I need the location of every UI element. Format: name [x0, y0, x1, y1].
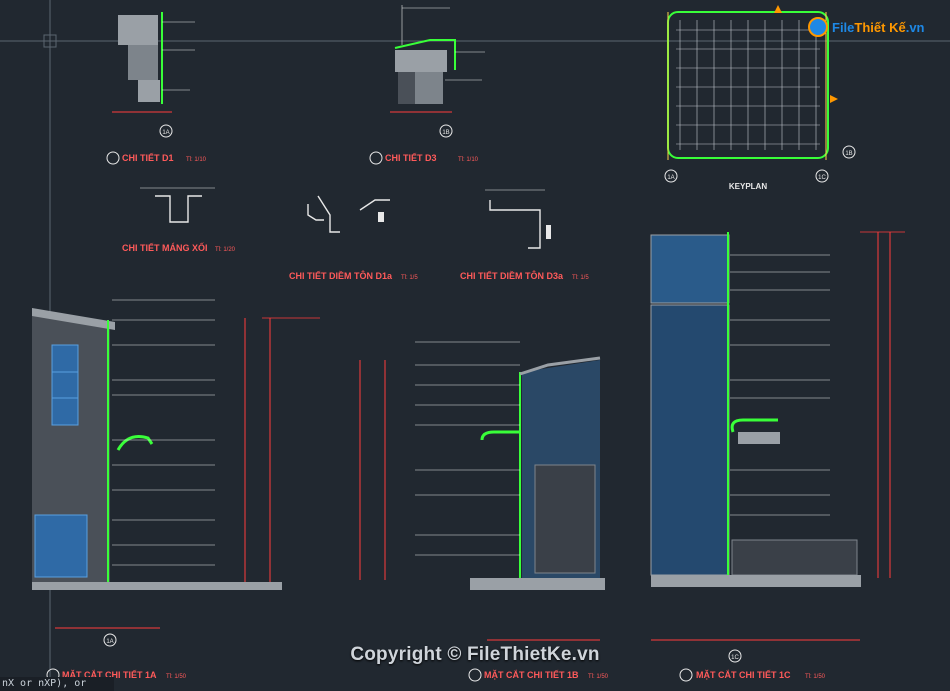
keyplan-callout-1a: 1A	[667, 175, 674, 181]
detail-d3: 1B	[390, 5, 485, 138]
detail-mang-xoi: CHI TIẾT MÁNG XỐI Tỉ: 1/20	[122, 187, 236, 253]
detail-d1-title: CHI TIẾT D1 Tỉ: 1/10	[106, 151, 207, 165]
diem-ton-d1a-title: CHI TIẾT DIỀM TÔN D1a	[289, 270, 393, 281]
section-1a-title: MẶT CẮT CHI TIẾT 1A	[62, 670, 157, 680]
section-1b-scale: Tỉ: 1/50	[588, 673, 609, 680]
d1-callout-bubble: 1A	[162, 130, 169, 136]
brand-logo: FileThiết Kế.vn	[808, 14, 925, 40]
detail-d3-title: CHI TIẾT D3 Tỉ: 1/10	[369, 151, 479, 165]
d1-scale: Tỉ: 1/10	[186, 156, 207, 163]
section-1b: MẶT CẮT CHI TIẾT 1B Tỉ: 1/50	[359, 341, 609, 682]
section-1b-title: MẶT CẮT CHI TIẾT 1B	[484, 670, 579, 680]
detail-d1: 1A	[112, 12, 195, 138]
d3-scale: Tỉ: 1/10	[458, 156, 479, 163]
section-1a-scale: Tỉ: 1/50	[166, 673, 187, 680]
section-1c-scale: Tỉ: 1/50	[805, 673, 826, 680]
detail-diem-ton-d1a: CHI TIẾT DIỀM TÔN D1a Tỉ: 1/5	[289, 195, 418, 281]
mang-xoi-scale: Tỉ: 1/20	[215, 246, 236, 253]
d1-title: CHI TIẾT D1	[122, 153, 174, 163]
d3-title: CHI TIẾT D3	[385, 153, 437, 163]
section-1c-bubble: 1C	[731, 655, 739, 661]
keyplan-callout-1b: 1B	[845, 151, 852, 157]
section-1a-bubble: 1A	[106, 639, 113, 645]
d3-callout-bubble: 1B	[442, 130, 449, 136]
copyright-watermark: Copyright © FileThietKe.vn	[350, 644, 600, 665]
logo-icon	[808, 17, 828, 37]
keyplan-callout-1c: 1C	[818, 175, 826, 181]
detail-diem-ton-d3a: CHI TIẾT DIỀM TÔN D3a Tỉ: 1/5	[460, 189, 589, 281]
mang-xoi-title: CHI TIẾT MÁNG XỐI	[122, 242, 208, 253]
keyplan: 1A 1B 1C KEYPLAN	[664, 5, 856, 191]
section-1c: 1C MẶT CẮT CHI TIẾT 1C Tỉ: 1/50	[650, 231, 905, 682]
keyplan-title: KEYPLAN	[729, 182, 767, 191]
logo-text: FileThiết Kế.vn	[832, 19, 925, 35]
section-1a: 1A MẶT CẮT CHI TIẾT 1A Tỉ: 1/50	[32, 299, 320, 682]
diem-ton-d3a-scale: Tỉ: 1/5	[572, 274, 589, 281]
diem-ton-d3a-title: CHI TIẾT DIỀM TÔN D3a	[460, 270, 564, 281]
section-1c-title: MẶT CẮT CHI TIẾT 1C	[696, 670, 791, 680]
diem-ton-d1a-scale: Tỉ: 1/5	[401, 274, 418, 281]
command-line[interactable]: nX or nXP), or	[0, 677, 114, 691]
